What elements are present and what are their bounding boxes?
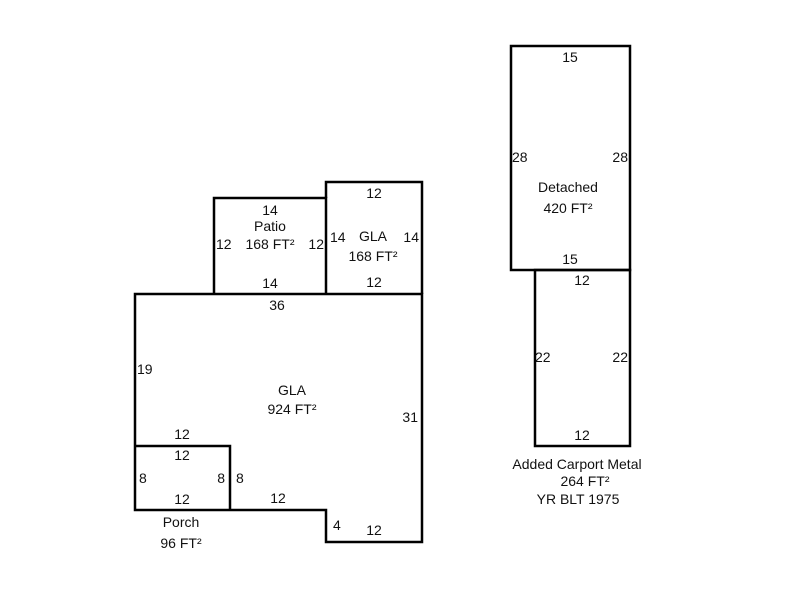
gla-addition-dim-left: 14 — [330, 229, 346, 245]
patio-dim-top: 14 — [262, 202, 278, 218]
gla-main-dim-right: 31 — [402, 409, 418, 425]
gla-main-dim-bottom: 12 — [366, 522, 382, 538]
carport-dim-top: 12 — [574, 272, 590, 288]
carport-outline — [533, 268, 632, 448]
gla-addition-dim-bottom: 12 — [366, 274, 382, 290]
carport-area: 264 FT² — [560, 473, 609, 489]
gla-addition-name: GLA — [359, 228, 388, 244]
carport-dim-right: 22 — [612, 349, 628, 365]
patio-dim-left: 12 — [216, 236, 232, 252]
gla-addition-dim-right: 14 — [403, 229, 419, 245]
gla-main-dim-left: 19 — [137, 361, 153, 377]
gla-main-area: 924 FT² — [267, 401, 316, 417]
gla-main-dim-step-top: 12 — [270, 490, 286, 506]
porch-dim-bottom: 12 — [174, 491, 190, 507]
gla-main-dim-porch-top: 12 — [174, 426, 190, 442]
gla-main-dim-step-side: 4 — [333, 517, 341, 533]
gla-main-name: GLA — [278, 382, 307, 398]
detached-dim-top: 15 — [562, 49, 578, 65]
patio-dim-bottom: 14 — [262, 275, 278, 291]
carport-name: Added Carport Metal — [512, 456, 641, 472]
carport-dim-left: 22 — [535, 349, 551, 365]
patio-name: Patio — [254, 218, 286, 234]
carport-year-built: YR BLT 1975 — [537, 491, 620, 507]
carport-dim-bottom: 12 — [574, 427, 590, 443]
gla-main-dim-porch-side: 8 — [236, 470, 244, 486]
patio-outline — [212, 196, 328, 294]
patio-dim-right: 12 — [308, 236, 324, 252]
porch-dim-top: 12 — [174, 447, 190, 463]
detached-area: 420 FT² — [543, 200, 592, 216]
porch-outline — [135, 444, 232, 510]
porch-dim-right: 8 — [217, 470, 225, 486]
gla-addition-area: 168 FT² — [348, 248, 397, 264]
porch-dim-left: 8 — [139, 470, 147, 486]
detached-dim-left: 28 — [512, 149, 528, 165]
detached-name: Detached — [538, 179, 598, 195]
detached-dim-right: 28 — [612, 149, 628, 165]
gla-addition-dim-top: 12 — [366, 185, 382, 201]
detached-dim-bottom: 15 — [562, 251, 578, 267]
patio-area: 168 FT² — [245, 236, 294, 252]
gla-main-dim-top: 36 — [269, 297, 285, 313]
gla-addition-outline — [324, 180, 424, 294]
porch-name: Porch — [163, 514, 200, 530]
porch-area: 96 FT² — [160, 535, 202, 551]
